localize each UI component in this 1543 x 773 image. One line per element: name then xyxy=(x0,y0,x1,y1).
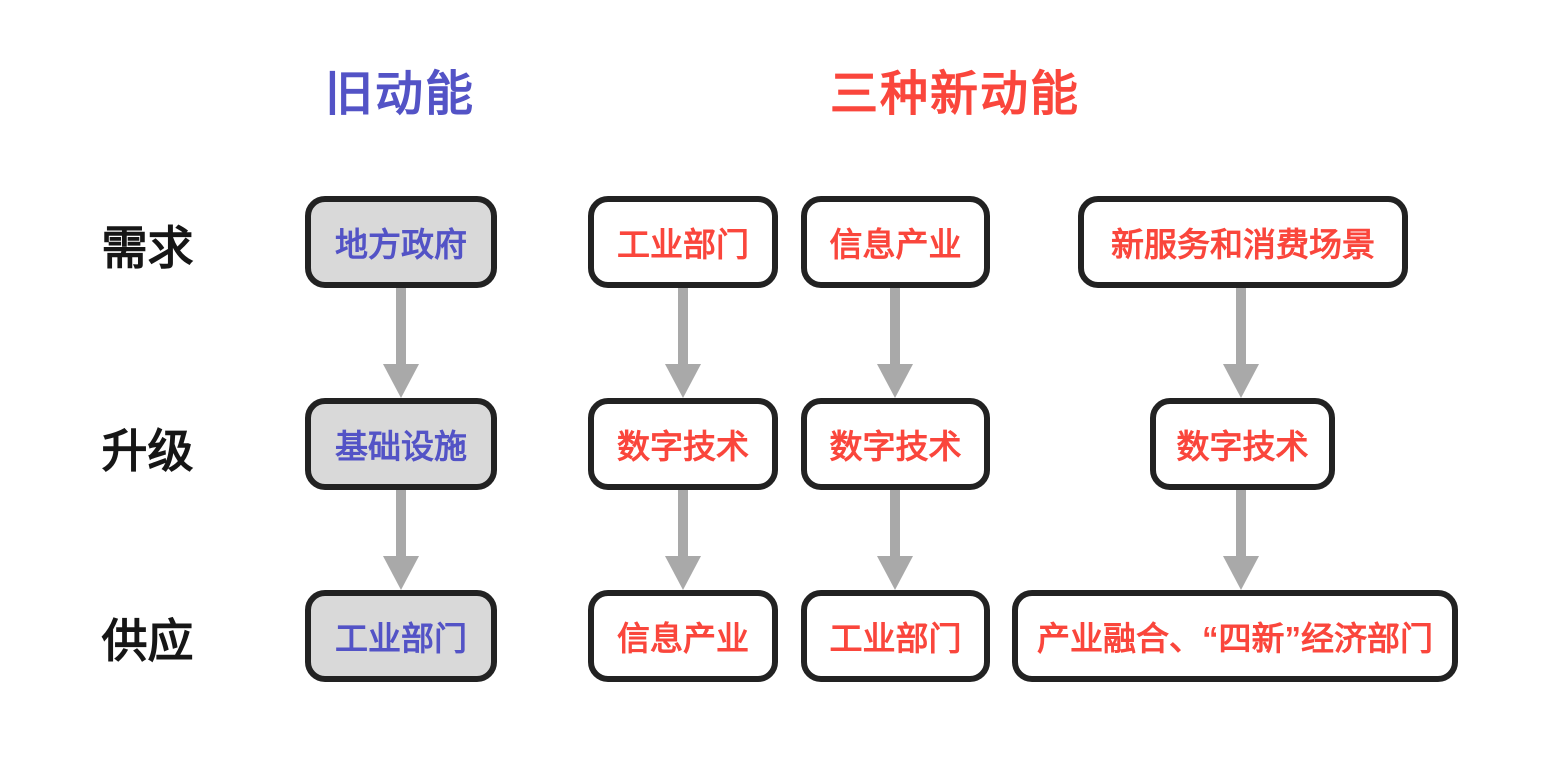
box-new3-upgrade: 数字技术 xyxy=(1150,398,1335,490)
box-old-supply: 工业部门 xyxy=(305,590,497,682)
down-arrow-icon xyxy=(877,490,913,590)
old-momentum-title: 旧动能 xyxy=(324,68,475,121)
arrow-head xyxy=(665,364,701,398)
down-arrow-icon xyxy=(877,288,913,398)
arrow-shaft xyxy=(890,288,900,364)
arrow-shaft xyxy=(396,490,406,556)
box-new3-demand: 新服务和消费场景 xyxy=(1078,196,1408,288)
arrow-shaft xyxy=(396,288,406,364)
down-arrow-icon xyxy=(383,288,419,398)
down-arrow-icon xyxy=(665,490,701,590)
box-new1-upgrade: 数字技术 xyxy=(588,398,778,490)
box-old-demand: 地方政府 xyxy=(305,196,497,288)
down-arrow-icon xyxy=(1223,288,1259,398)
arrow-head xyxy=(383,364,419,398)
arrow-head xyxy=(877,556,913,590)
arrow-head xyxy=(665,556,701,590)
box-new2-demand: 信息产业 xyxy=(801,196,990,288)
box-new3-supply: 产业融合、“四新”经济部门 xyxy=(1012,590,1458,682)
arrow-head xyxy=(877,364,913,398)
arrow-shaft xyxy=(678,288,688,364)
row-label-demand: 需求 xyxy=(101,222,194,274)
box-new1-supply: 信息产业 xyxy=(588,590,778,682)
arrow-shaft xyxy=(678,490,688,556)
arrow-head xyxy=(383,556,419,590)
down-arrow-icon xyxy=(665,288,701,398)
down-arrow-icon xyxy=(1223,490,1259,590)
box-old-upgrade: 基础设施 xyxy=(305,398,497,490)
arrow-shaft xyxy=(1236,288,1246,364)
row-label-upgrade: 升级 xyxy=(101,425,194,477)
box-new1-demand: 工业部门 xyxy=(588,196,778,288)
new-momentum-title: 三种新动能 xyxy=(829,68,1080,121)
box-new2-upgrade: 数字技术 xyxy=(801,398,990,490)
arrow-head xyxy=(1223,556,1259,590)
row-label-supply: 供应 xyxy=(101,615,194,667)
box-new2-supply: 工业部门 xyxy=(801,590,990,682)
arrow-head xyxy=(1223,364,1259,398)
arrow-shaft xyxy=(1236,490,1246,556)
down-arrow-icon xyxy=(383,490,419,590)
arrow-shaft xyxy=(890,490,900,556)
